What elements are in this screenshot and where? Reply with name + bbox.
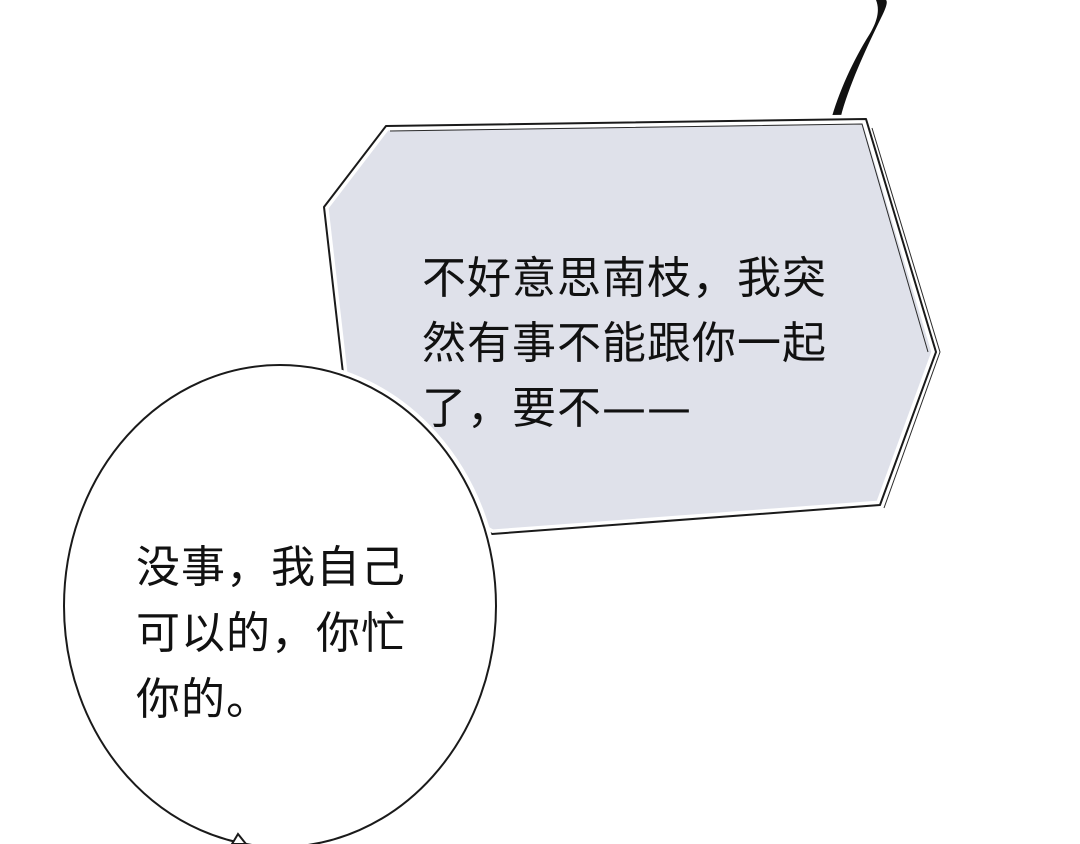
speech-2-line-1: 没事，我自己 [136, 542, 406, 593]
speech-2-line-3: 你的。 [136, 674, 271, 725]
speech-1-line-3: 了，要不—— [422, 383, 692, 434]
speech-2-line-2: 可以的，你忙 [136, 608, 406, 659]
speech-bubble-1-outline [323, 118, 937, 535]
speech-bubble-1-inner-line-2 [871, 127, 941, 509]
speech-bubble-2-text: 没事，我自己 可以的，你忙 你的。 [136, 535, 406, 733]
speech-1-line-1: 不好意思南枝，我突 [422, 253, 827, 304]
speech-bubble-1-text: 不好意思南枝，我突 然有事不能跟你一起 了，要不—— [422, 246, 827, 441]
speech-bubble-2-outline [63, 364, 497, 844]
speech-1-line-2: 然有事不能跟你一起 [422, 318, 827, 369]
speech-bubble-1-inner-line [389, 123, 929, 353]
speech-bubble-2-tail [230, 832, 248, 844]
